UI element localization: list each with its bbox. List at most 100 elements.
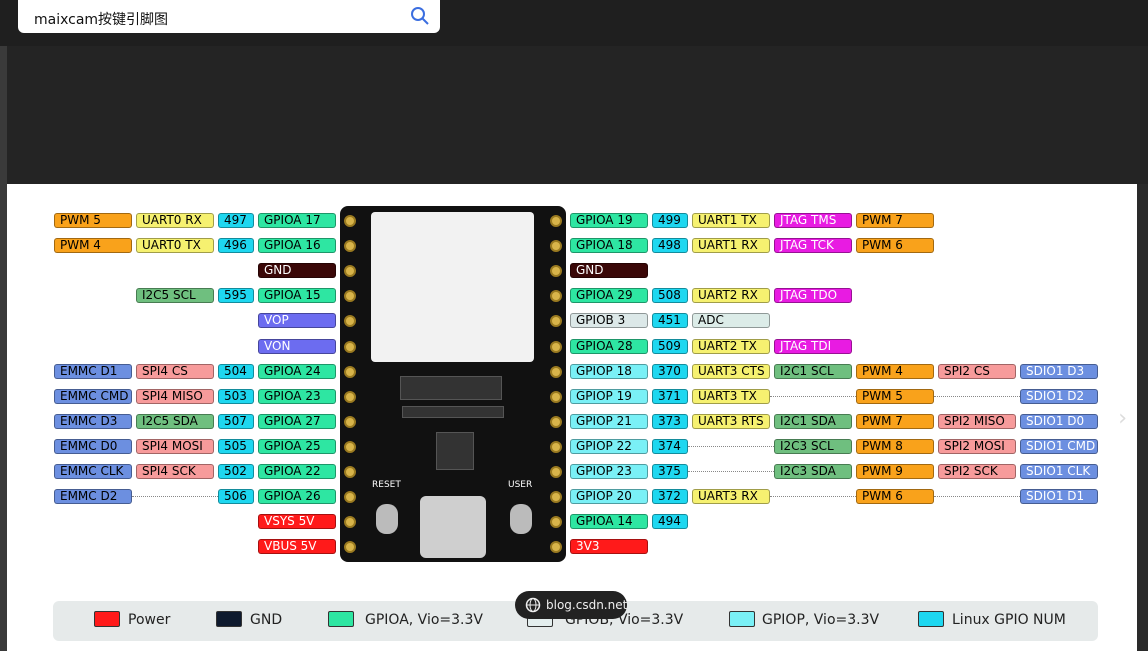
left-pin-label: GPIOA 27 <box>258 413 336 429</box>
user-label: USER <box>508 480 533 490</box>
left-pin-label: EMMC D0 <box>54 438 132 454</box>
right-pin-label: GPIOB 3 <box>570 313 648 329</box>
right-pin-label: SDIO1 D0 <box>1020 413 1098 429</box>
globe-icon <box>525 597 541 613</box>
left-pin-label: GPIOA 25 <box>258 438 336 454</box>
left-pin-label: EMMC D2 <box>54 489 132 505</box>
right-pin-label: PWM 6 <box>856 489 934 505</box>
reset-button[interactable] <box>376 504 398 534</box>
right-pin-label: JTAG TDI <box>774 338 852 354</box>
pin-hole <box>550 440 562 453</box>
right-pin-label: 370 <box>652 363 688 379</box>
pin-hole <box>550 365 562 378</box>
right-pin-label: SDIO1 CMD <box>1020 438 1098 454</box>
left-pin-label: 506 <box>218 489 254 505</box>
right-pin-label: 451 <box>652 313 688 329</box>
pin-hole <box>344 390 356 403</box>
right-pin-label: 371 <box>652 388 688 404</box>
left-pin-label: GPIOA 26 <box>258 489 336 505</box>
right-pin-label: I2C3 SCL <box>774 438 852 454</box>
left-pin-label: GPIOA 17 <box>258 213 336 228</box>
right-pin-label: GPIOA 28 <box>570 338 648 354</box>
right-pin-label: GPIOA 14 <box>570 514 648 530</box>
left-pin-label: SPI4 MISO <box>136 388 214 404</box>
right-pin-label: 3V3 <box>570 539 648 555</box>
right-pin-label: UART3 CTS <box>692 363 770 379</box>
right-pin-label: GPIOP 22 <box>570 438 648 454</box>
legend-label-gpiop: GPIOP, Vio=3.3V <box>762 612 880 628</box>
legend-swatch-linux-gpio-num <box>918 611 944 627</box>
pin-hole <box>550 491 562 504</box>
left-pin-label: SPI4 SCK <box>136 464 214 479</box>
next-image-icon[interactable]: › <box>1118 406 1127 431</box>
left-pin-label: EMMC CLK <box>54 464 132 479</box>
right-pin-label: UART2 RX <box>692 288 770 304</box>
dotted-connector <box>770 496 856 498</box>
right-pin-label: GPIOA 18 <box>570 238 648 254</box>
legend-swatch-gpioa <box>328 611 354 627</box>
left-pin-label: PWM 5 <box>54 213 132 228</box>
left-pin-label: SPI4 MOSI <box>136 438 214 454</box>
right-pin-label: ADC <box>692 313 770 329</box>
left-pin-label: GPIOA 24 <box>258 363 336 379</box>
right-pin-label: SPI2 MISO <box>938 413 1016 429</box>
right-pin-label: 374 <box>652 438 688 454</box>
right-pin-label: SPI2 MOSI <box>938 438 1016 454</box>
right-pin-label: 375 <box>652 464 688 479</box>
right-pin-label: SDIO1 D1 <box>1020 489 1098 505</box>
pin-hole <box>344 265 356 278</box>
left-pin-label: SPI4 CS <box>136 363 214 379</box>
left-pin-label: I2C5 SDA <box>136 413 214 429</box>
left-pin-label: UART0 TX <box>136 238 214 254</box>
right-pin-label: UART2 TX <box>692 338 770 354</box>
right-pin-label: I2C3 SDA <box>774 464 852 479</box>
search-box[interactable]: maixcam按键引脚图 <box>18 0 440 33</box>
search-icon[interactable] <box>410 6 430 26</box>
pin-hole <box>344 491 356 504</box>
pinout-image: RESET USER Power GND GPIOA, Vio=3.3V GPI… <box>7 184 1137 651</box>
pin-hole <box>550 215 562 227</box>
pin-hole <box>344 215 356 227</box>
camera-module <box>371 212 534 362</box>
pin-hole <box>550 240 562 253</box>
right-pin-label: 508 <box>652 288 688 304</box>
left-pin-label: PWM 4 <box>54 238 132 254</box>
right-pin-label: GPIOA 19 <box>570 213 648 228</box>
pin-hole <box>550 340 562 353</box>
right-pin-label: SDIO1 D3 <box>1020 363 1098 379</box>
left-edge-strip <box>0 0 7 651</box>
search-query: maixcam按键引脚图 <box>34 12 169 28</box>
pin-hole <box>344 415 356 428</box>
left-pin-label: VBUS 5V <box>258 539 336 555</box>
user-button[interactable] <box>510 504 532 534</box>
right-pin-label: GPIOP 18 <box>570 363 648 379</box>
pin-hole <box>550 541 562 554</box>
top-bar: maixcam按键引脚图 <box>0 0 1148 46</box>
right-pin-label: GPIOP 21 <box>570 413 648 429</box>
left-pin-label: VSYS 5V <box>258 514 336 530</box>
pin-hole <box>550 390 562 403</box>
right-pin-label: SDIO1 D2 <box>1020 388 1098 404</box>
dotted-connector <box>934 496 1020 498</box>
dotted-connector <box>688 471 774 472</box>
right-pin-label: UART1 TX <box>692 213 770 228</box>
left-pin-label: 497 <box>218 213 254 228</box>
right-pin-label: JTAG TMS <box>774 213 852 228</box>
left-pin-label: VON <box>258 338 336 354</box>
right-pin-label: GPIOP 20 <box>570 489 648 505</box>
right-pin-label: GPIOP 23 <box>570 464 648 479</box>
right-pin-label: UART1 RX <box>692 238 770 254</box>
pin-hole <box>344 340 356 353</box>
legend-label-power: Power <box>128 612 171 628</box>
right-pin-label: PWM 7 <box>856 413 934 429</box>
watermark-text: blog.csdn.net <box>546 598 628 612</box>
left-pin-label: UART0 RX <box>136 213 214 228</box>
pin-hole <box>344 440 356 453</box>
left-pin-label: EMMC D1 <box>54 363 132 379</box>
usb-c-port <box>420 496 486 558</box>
right-pin-label: SDIO1 CLK <box>1020 464 1098 479</box>
left-pin-label: 503 <box>218 388 254 404</box>
dotted-connector <box>934 395 1020 397</box>
left-pin-label: EMMC D3 <box>54 413 132 429</box>
left-pin-label: EMMC CMD <box>54 388 132 404</box>
